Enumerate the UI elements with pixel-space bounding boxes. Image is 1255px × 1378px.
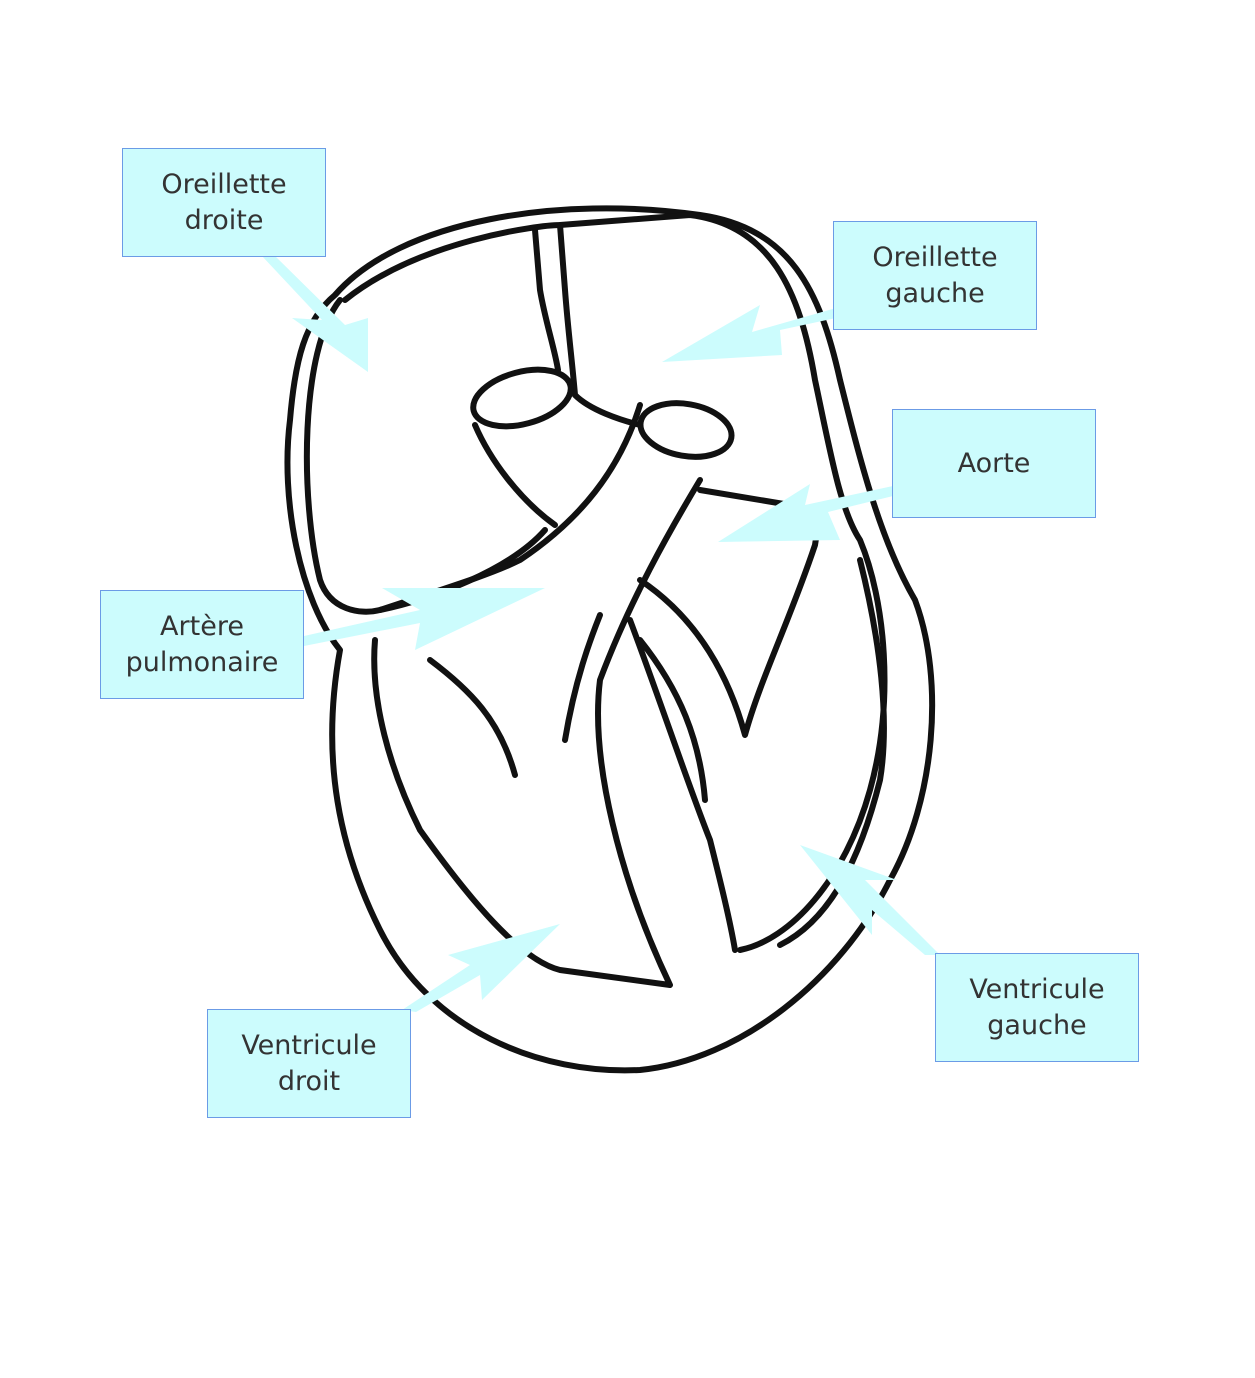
aorta-opening: [470, 366, 574, 430]
label-line: Ventricule: [969, 973, 1105, 1005]
arrow-oreillette-droite: [262, 256, 368, 372]
label-line: Oreillette: [161, 168, 287, 200]
heart-outer-outline: [284, 205, 936, 1074]
arrow-ventricule-gauche: [800, 845, 940, 955]
arrow-aorte: [718, 484, 893, 542]
septum-line: [562, 612, 603, 743]
left-ventricle-wall: [627, 617, 738, 953]
label-oreillette-gauche: Oreillette gauche: [833, 221, 1037, 330]
label-line: Oreillette: [872, 241, 998, 273]
label-line: droit: [277, 1065, 341, 1097]
pulmonary-trunk-left: [377, 402, 643, 613]
label-line: droite: [184, 204, 264, 236]
label-oreillette-droite: Oreillette droite: [122, 148, 326, 257]
arrow-artere-pulmonaire: [304, 588, 545, 650]
pulmonary-opening: [637, 400, 735, 460]
label-ventricule-gauche: Ventricule gauche: [935, 953, 1139, 1062]
label-line: pulmonaire: [125, 646, 279, 678]
septum-top-right: [557, 222, 643, 428]
right-ventricle-inner: [427, 657, 518, 778]
label-ventricule-droit: Ventricule droit: [207, 1009, 411, 1118]
label-line: Ventricule: [241, 1029, 377, 1061]
left-outer-wall: [777, 557, 887, 948]
label-artere-pulmonaire: Artère pulmonaire: [100, 590, 304, 699]
arrow-ventricule-droit: [402, 924, 560, 1012]
label-line: gauche: [987, 1009, 1087, 1041]
septum-top-left: [532, 227, 561, 373]
arrow-oreillette-gauche: [662, 305, 836, 362]
label-line: Artère: [160, 610, 244, 642]
label-line: Aorte: [957, 447, 1031, 479]
label-aorte: Aorte: [892, 409, 1096, 518]
label-line: gauche: [885, 277, 985, 309]
aorta-body: [472, 422, 558, 528]
pulmonary-trunk-right: [371, 477, 703, 988]
left-ventricle-curve: [637, 637, 708, 803]
heart-inner-outline: [342, 212, 888, 953]
